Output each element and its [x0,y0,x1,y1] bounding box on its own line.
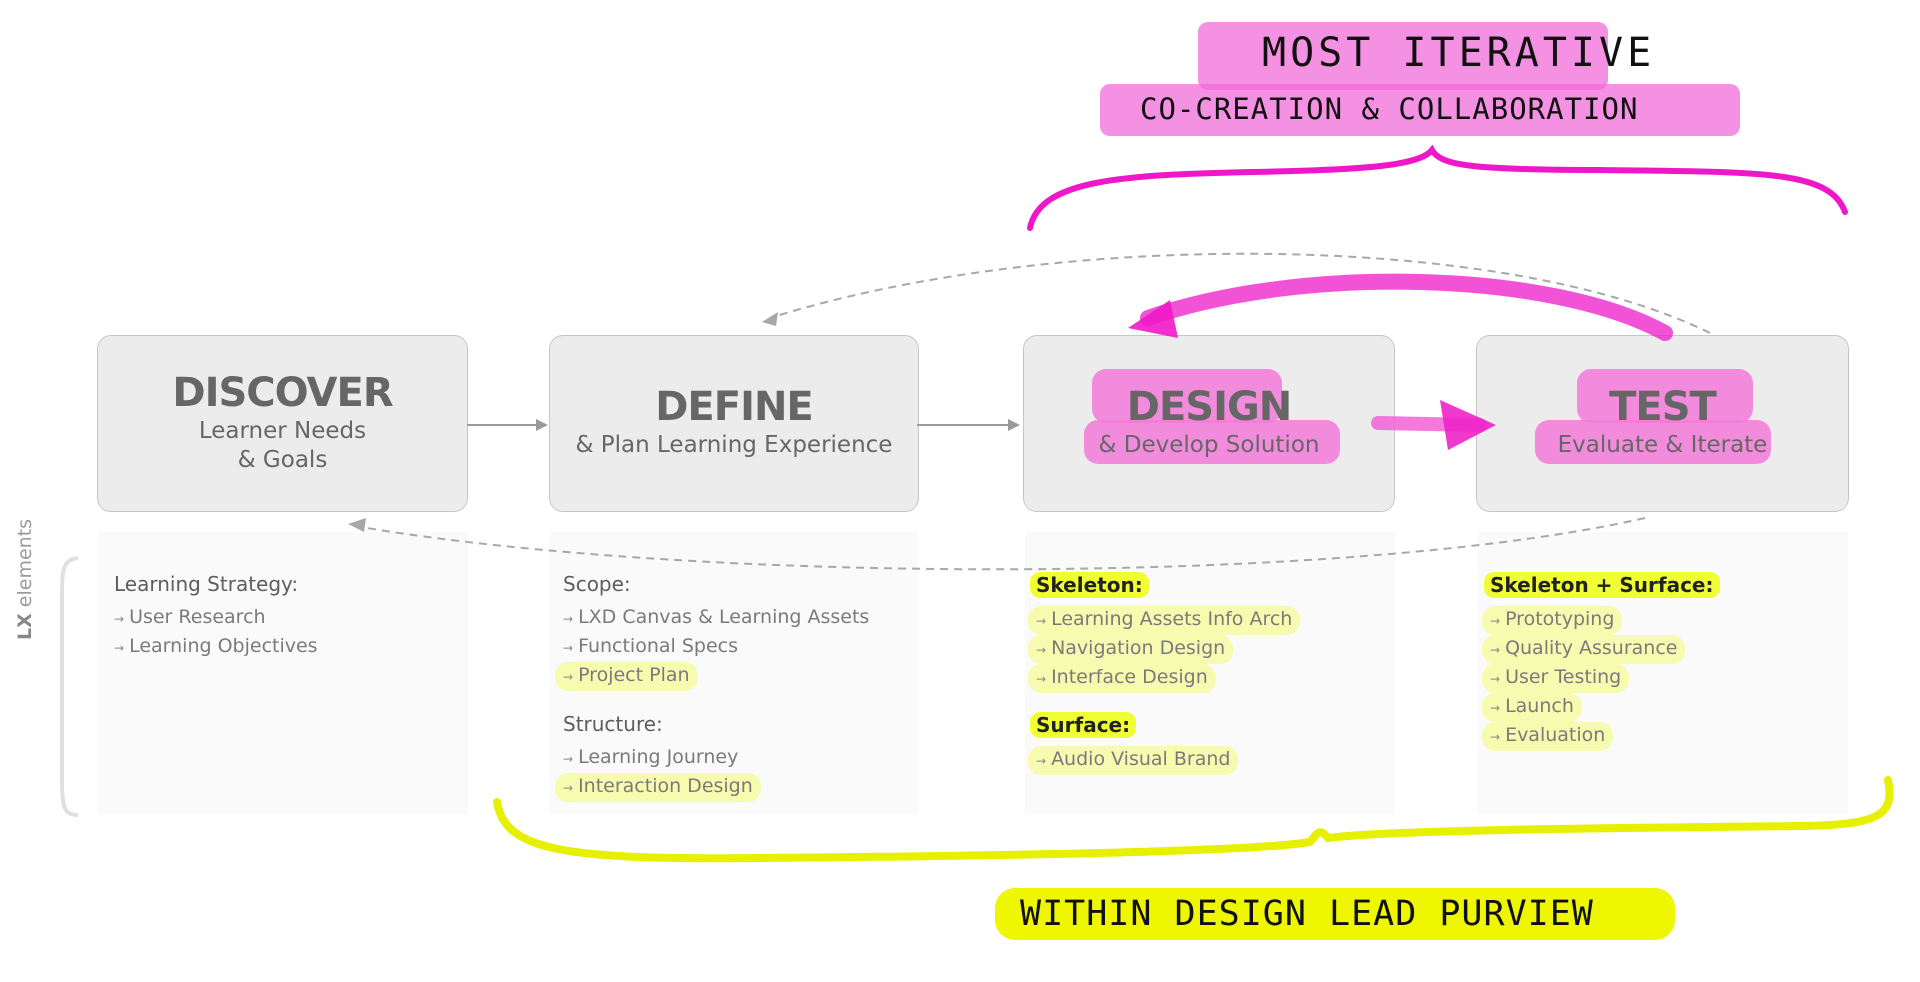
top-annotation-line2: CO-CREATION & COLLABORATION [1140,92,1639,126]
element-item-highlighted: →Interface Design [1028,664,1216,693]
arrow-right-icon: → [1036,672,1047,686]
element-item: →Functional Specs [563,635,738,657]
connector-discover-define-arrowhead [536,419,548,431]
arrow-right-icon: → [114,641,125,655]
arrow-right-icon: → [1036,614,1047,628]
element-item-highlighted: →Interaction Design [555,773,761,802]
element-item-highlighted: →Quality Assurance [1482,635,1686,664]
design-title-highlight [1092,369,1282,423]
stage-subtitle: Evaluate & Iterate [1558,431,1768,460]
element-heading-highlighted: Skeleton + Surface: [1484,572,1720,598]
arrow-right-icon: → [563,781,574,795]
pink-arrow-test-design-head [1128,300,1178,338]
arrow-right-icon: → [563,641,574,655]
pink-arrow-design-test-head [1440,400,1496,450]
element-item-highlighted: →Launch [1482,693,1582,722]
stage-test: TEST Evaluate & Iterate [1476,335,1849,512]
elements-column-discover [98,532,468,814]
stage-title: DISCOVER [172,369,393,416]
dashed-arc-bottom [354,517,1646,571]
test-subtitle-highlight [1535,420,1771,464]
test-title-highlight [1577,369,1753,423]
arrow-right-icon: → [563,670,574,684]
stage-subtitle-line: & Plan Learning Experience [575,432,893,459]
element-item: →User Research [114,606,266,628]
arrow-right-icon: → [114,612,125,626]
stage-design: DESIGN & Develop Solution [1023,335,1395,512]
stage-define: DEFINE & Plan Learning Experience [549,335,919,512]
element-item-highlighted: →Evaluation [1482,722,1614,751]
element-heading: Scope: [563,572,631,596]
element-group-skeleton-surface: Skeleton + Surface: →Prototyping →Qualit… [1482,572,1720,751]
stage-title: TEST [1609,384,1717,431]
element-heading-highlighted: Surface: [1030,712,1137,738]
element-group-surface: Surface: →Audio Visual Brand [1028,712,1239,775]
left-lx-bracket [60,556,79,817]
bottom-annotation-highlight [995,888,1675,940]
dashed-arc-top [769,252,1711,334]
arrow-right-icon: → [1490,730,1501,744]
element-group-skeleton: Skeleton: →Learning Assets Info Arch →Na… [1028,572,1301,693]
top-annotation-line1: MOST ITERATIVE [1262,30,1656,76]
arrow-right-icon: → [563,612,574,626]
stage-subtitle: Learner Needs & Goals [199,417,366,475]
arrow-right-icon: → [1490,672,1501,686]
stage-title: DESIGN [1126,384,1293,431]
connector-define-design-arrowhead [1008,419,1020,431]
stage-subtitle-line: Learner Needs [198,417,367,444]
element-item-highlighted: →User Testing [1482,664,1630,693]
arrow-right-icon: → [1036,754,1047,768]
element-item: →Learning Objectives [114,635,318,657]
stage-title: DEFINE [655,384,814,431]
pink-arrow-test-design [1140,273,1673,341]
stage-subtitle: & Plan Learning Experience [576,431,893,460]
arrow-right-icon: → [563,752,574,766]
top-annotation-highlight-1 [1198,22,1608,90]
element-group-learning-strategy: Learning Strategy: →User Research →Learn… [114,572,318,662]
element-item: →LXD Canvas & Learning Assets [563,606,870,628]
element-item: →Learning Journey [563,746,739,768]
element-heading: Structure: [563,712,663,736]
element-item-highlighted: →Prototyping [1482,606,1623,635]
element-item-highlighted: →Project Plan [555,662,698,691]
stage-subtitle: & Develop Solution [1099,431,1320,460]
arrow-right-icon: → [1036,643,1047,657]
element-group-scope: Scope: →LXD Canvas & Learning Assets →Fu… [555,572,870,691]
element-item-highlighted: →Navigation Design [1028,635,1234,664]
design-subtitle-highlight [1084,420,1340,464]
dashed-arc-bottom-arrowhead [348,518,366,532]
stage-subtitle-line: & Goals [237,446,328,473]
arrow-right-icon: → [1490,701,1501,715]
dashed-arc-top-arrowhead [762,312,778,326]
bottom-yellow-brace [493,776,1894,863]
element-group-structure: Structure: →Learning Journey →Interactio… [555,712,761,802]
bottom-annotation: WITHIN DESIGN LEAD PURVIEW [1020,894,1594,934]
element-heading: Learning Strategy: [114,572,299,596]
stage-subtitle-line: Evaluate & Iterate [1557,432,1768,459]
arrow-right-icon: → [1490,614,1501,628]
element-item-highlighted: →Audio Visual Brand [1028,746,1239,775]
element-item-highlighted: →Learning Assets Info Arch [1028,606,1301,635]
element-heading-highlighted: Skeleton: [1030,572,1149,598]
stage-subtitle-line: & Develop Solution [1098,432,1320,459]
stage-discover: DISCOVER Learner Needs & Goals [97,335,468,512]
top-pink-brace [1027,144,1848,231]
arrow-right-icon: → [1490,643,1501,657]
top-annotation-highlight-2 [1100,84,1740,136]
